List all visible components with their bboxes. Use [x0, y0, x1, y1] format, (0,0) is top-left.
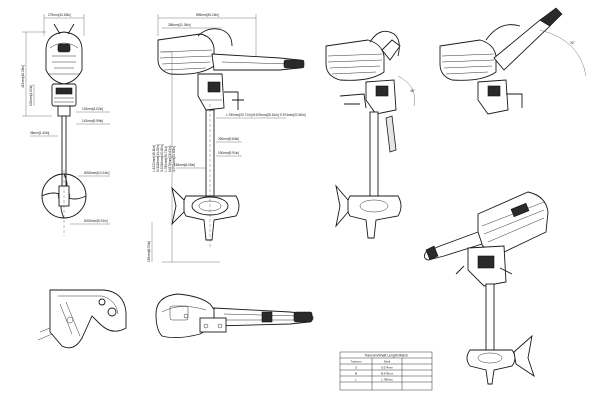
- dim-side-long5: M:676mm[26.61in]: [168, 145, 172, 172]
- dim-side-clamp: 150mm[5.91in]: [218, 151, 239, 155]
- isometric-view: [423, 191, 549, 385]
- tilt-view-1: 45°: [325, 30, 416, 239]
- dim-side-long4: L:780mm[30.71in]: [164, 146, 168, 172]
- clamp-detail-view: [37, 289, 127, 349]
- tilt-view-2: 30°: [439, 7, 587, 115]
- dim-side-total: 895mm[35.24in]: [196, 13, 219, 17]
- dim-clamp-h1: 102mm[4.02in]: [82, 107, 103, 111]
- dim-side-long6: S:574mm[22.60in]: [172, 146, 176, 172]
- table-header-0: Transom: [351, 360, 363, 364]
- side-view: 895mm[35.24in] 286mm[11.26in] L:1222mm[4…: [147, 13, 306, 263]
- dim-front-mid: 102mm[4.02in]: [29, 85, 33, 106]
- table-row-2-col-1: L:780mm: [381, 378, 393, 382]
- front-view: 275mm[10.83in] 413mm[16.26in] 102mm[4.02…: [21, 13, 110, 236]
- dim-front-height: 413mm[16.26in]: [21, 65, 25, 88]
- table-header-1: Shaft: [384, 360, 391, 364]
- table-row-0-col-1: S:574mm: [381, 366, 394, 370]
- top-view: [155, 293, 314, 339]
- dim-shaft-d1: Ø260mm[10.24in]: [84, 171, 109, 175]
- dim-side-long1: L:1222mm[48.11in]: [152, 145, 156, 172]
- dim-side-long3: S:1016mm[40.00in]: [160, 144, 164, 172]
- dim-tilt-angle-1: 45°: [410, 89, 416, 93]
- dim-side-prop: 154mm[6.06in]: [174, 163, 195, 167]
- dim-side-mid: 250mm[9.84in]: [218, 137, 239, 141]
- table-row-1-col-0: M: [355, 372, 358, 376]
- dim-side-bottom: 165mm[6.50in]: [147, 241, 151, 262]
- dim-side-shaft: L:780mm[30.71in] M:676mm[26.61in] S:574m…: [226, 113, 306, 117]
- table-row-0-col-0: S: [355, 366, 357, 370]
- transom-shaft-table: Transom/Shaft Length Match Transom Shaft…: [339, 351, 433, 391]
- dim-side-top: 286mm[11.26in]: [168, 23, 191, 27]
- dim-front-width: 275mm[10.83in]: [48, 13, 71, 17]
- dim-clamp-h2: 142mm[5.59in]: [82, 119, 103, 123]
- dim-front-small: 36mm[1.42in]: [30, 131, 49, 135]
- dim-tilt-angle-2: 30°: [570, 41, 576, 45]
- dim-side-long2: M:1118mm[44.02in]: [156, 144, 160, 172]
- dim-shaft-d2: Ø150mm[5.91in]: [84, 219, 108, 223]
- table-row-2-col-0: L: [355, 378, 357, 382]
- table-title: Transom/Shaft Length Match: [364, 354, 408, 358]
- table-row-1-col-1: M:676mm: [381, 372, 394, 376]
